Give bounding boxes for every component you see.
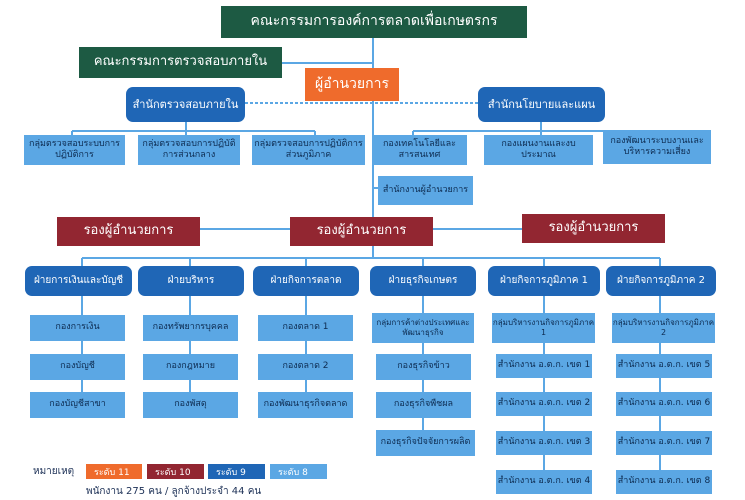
unit-zone-3: สำนักงาน อ.ต.ก. เขต 3 (496, 431, 592, 455)
director-office-box: สำนักงานผู้อำนวยการ (378, 176, 473, 205)
unit-foreign-trade: กลุ่มการค้าต่างประเทศและพัฒนาธุรกิจ (372, 313, 474, 343)
policy-division-2: กองแผนงานและงบประมาณ (484, 135, 593, 165)
dept-marketing: ฝ่ายกิจการตลาด (253, 266, 359, 296)
unit-market-2: กองตลาด 2 (258, 354, 353, 380)
dept-region-2: ฝ่ายกิจการภูมิภาค 2 (606, 266, 716, 296)
legend-level-11: ระดับ 11 (86, 464, 142, 479)
audit-committee-box: คณะกรรมการตรวจสอบภายใน (79, 47, 282, 78)
unit-crops: กองธุรกิจพืชผล (376, 392, 471, 418)
audit-group-1: กลุ่มตรวจสอบระบบการปฏิบัติการ (24, 135, 125, 165)
legend-label: หมายเหตุ (33, 466, 75, 477)
unit-market-dev: กองพัฒนาธุรกิจตลาด (258, 392, 353, 418)
legend-level-10: ระดับ 10 (147, 464, 204, 479)
policy-plan-office: สำนักนโยบายและแผน (478, 87, 605, 122)
unit-zone-8: สำนักงาน อ.ต.ก. เขต 8 (616, 470, 712, 494)
director-box: ผู้อำนวยการ (305, 68, 399, 101)
unit-finance: กองการเงิน (30, 315, 125, 341)
unit-rice: กองธุรกิจข้าว (376, 354, 471, 380)
audit-group-2: กลุ่มตรวจสอบการปฏิบัติการส่วนกลาง (138, 135, 240, 165)
committee-box: คณะกรรมการองค์การตลาดเพื่อเกษตรกร (221, 6, 527, 38)
unit-zone-2: สำนักงาน อ.ต.ก. เขต 2 (496, 392, 592, 416)
staff-count: พนักงาน 275 คน / ลูกจ้างประจำ 44 คน (86, 486, 262, 497)
legend-level-8: ระดับ 8 (270, 464, 327, 479)
unit-zone-7: สำนักงาน อ.ต.ก. เขต 7 (616, 431, 712, 455)
policy-division-1: กองเทคโนโลยีและสารสนเทศ (372, 135, 467, 165)
dept-agribusiness: ฝ่ายธุรกิจเกษตร (370, 266, 476, 296)
unit-zone-5: สำนักงาน อ.ต.ก. เขต 5 (616, 354, 712, 378)
legend-level-9: ระดับ 9 (208, 464, 265, 479)
unit-region1-admin: กลุ่มบริหารงานกิจการภูมิภาค 1 (492, 313, 595, 343)
dept-finance: ฝ่ายการเงินและบัญชี (25, 266, 132, 296)
deputy-director-2: รองผู้อำนวยการ (290, 217, 433, 246)
policy-division-3: กองพัฒนาระบบงานและบริหารความเสี่ยง (603, 130, 711, 164)
unit-region2-admin: กลุ่มบริหารงานกิจการภูมิภาค 2 (612, 313, 715, 343)
unit-legal: กองกฎหมาย (143, 354, 238, 380)
internal-audit-office: สำนักตรวจสอบภายใน (126, 87, 245, 122)
deputy-director-1: รองผู้อำนวยการ (57, 217, 200, 246)
unit-accounting: กองบัญชี (30, 354, 125, 380)
dept-admin: ฝ่ายบริหาร (138, 266, 244, 296)
unit-branch-accounting: กองบัญชีสาขา (30, 392, 125, 418)
unit-zone-4: สำนักงาน อ.ต.ก. เขต 4 (496, 470, 592, 494)
unit-procurement: กองพัสดุ (143, 392, 238, 418)
unit-market-1: กองตลาด 1 (258, 315, 353, 341)
unit-zone-6: สำนักงาน อ.ต.ก. เขต 6 (616, 392, 712, 416)
unit-zone-1: สำนักงาน อ.ต.ก. เขต 1 (496, 354, 592, 378)
unit-hr: กองทรัพยากรบุคคล (143, 315, 238, 341)
audit-group-3: กลุ่มตรวจสอบการปฏิบัติการส่วนภูมิภาค (252, 135, 365, 165)
unit-production-inputs: กองธุรกิจปัจจัยการผลิต (376, 430, 475, 456)
deputy-director-3: รองผู้อำนวยการ (522, 214, 665, 243)
dept-region-1: ฝ่ายกิจการภูมิภาค 1 (488, 266, 600, 296)
